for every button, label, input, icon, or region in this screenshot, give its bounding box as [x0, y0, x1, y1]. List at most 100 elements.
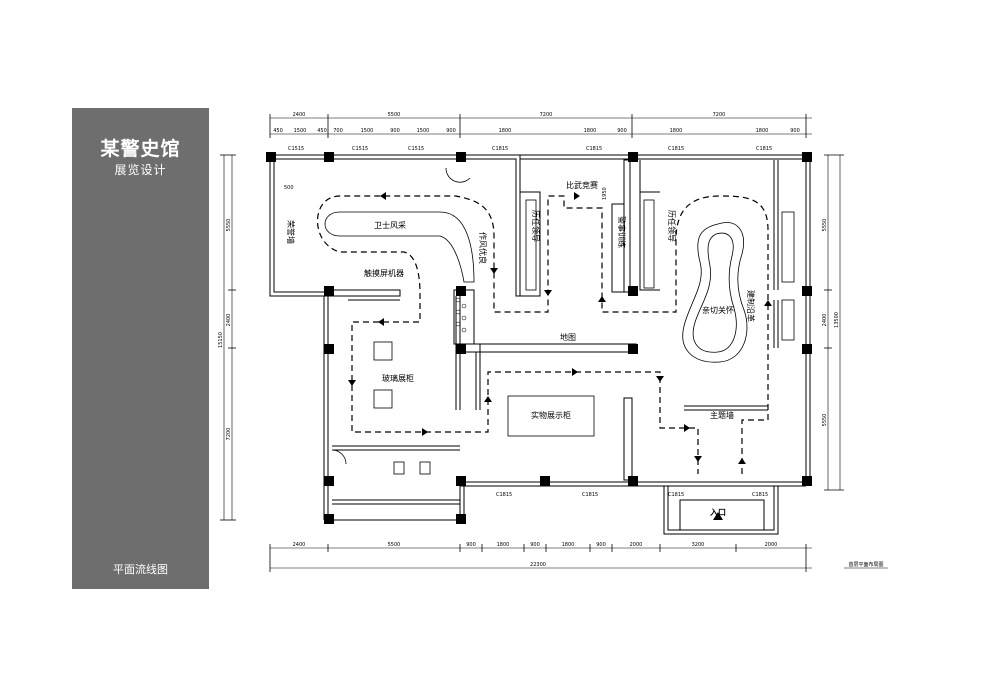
dim-bottom: 900	[596, 542, 606, 548]
visitor-flow-route	[317, 195, 769, 474]
dim-inner: 900	[790, 128, 800, 134]
label-map: 地图	[560, 332, 576, 342]
dim-left: 5550	[226, 219, 232, 232]
column	[324, 344, 334, 354]
dim-bottom: 5500	[388, 542, 401, 548]
dim-right: 2400	[822, 314, 828, 327]
column	[324, 152, 334, 162]
dimension-texts: 2400 5500 7200 7200 450 1500 450 700 150…	[218, 112, 840, 568]
dim-top-2400: 2400	[293, 112, 306, 118]
dim-bottom: 2000	[765, 542, 778, 548]
vestibule-block	[393, 461, 405, 475]
arrow-down-icon	[694, 456, 702, 462]
column	[628, 344, 638, 354]
arrow-right-icon	[684, 424, 690, 432]
dim-bottom: 900	[466, 542, 476, 548]
dim-left: 7200	[226, 428, 232, 441]
window-code: C1815	[496, 492, 512, 498]
column	[324, 286, 334, 296]
dim-bottom: 3200	[692, 542, 705, 548]
window-code: C1815	[668, 146, 684, 152]
window-code: C1515	[352, 146, 368, 152]
window-code: C1815	[668, 492, 684, 498]
window-code: C1815	[752, 492, 768, 498]
label-work-excellence: 作风优良	[478, 232, 488, 264]
window-code: C1815	[756, 146, 772, 152]
column	[540, 476, 550, 486]
column	[802, 476, 812, 486]
care-island	[682, 222, 748, 363]
dim-left: 2400	[226, 314, 232, 327]
arrow-up-icon	[764, 300, 772, 306]
arrow-up-icon	[738, 458, 746, 464]
dim-bottom: 900	[530, 542, 540, 548]
care-island-inner	[692, 232, 737, 353]
flow-arrows	[348, 192, 772, 520]
columns	[266, 152, 812, 524]
dim-right: 5550	[822, 414, 828, 427]
column	[456, 514, 466, 524]
column	[802, 152, 812, 162]
dim-top-7200b: 7200	[713, 112, 726, 118]
glass-cabinet-1	[373, 341, 393, 361]
dim-inner: 900	[617, 128, 627, 134]
label-theme-wall: 主题墙	[710, 410, 734, 420]
label-touch-screen: 触摸屏机器	[364, 268, 404, 278]
arrow-down-icon	[348, 380, 356, 386]
window-code: C1815	[492, 146, 508, 152]
dim-right-total: 13500	[834, 312, 840, 328]
dim-total: 22300	[530, 562, 546, 568]
dim-inner: 1800	[756, 128, 769, 134]
arrow-up-icon	[484, 396, 492, 402]
column	[456, 344, 466, 354]
window-code: C1515	[288, 146, 304, 152]
door-swing	[331, 449, 347, 465]
column	[628, 476, 638, 486]
sidebar-panel: 某警史馆 展览设计 平面流线图	[72, 108, 209, 589]
dim-inner: 1500	[361, 128, 374, 134]
dim-inner: 700	[333, 128, 343, 134]
column	[456, 476, 466, 486]
arrow-down-icon	[490, 268, 498, 274]
label-guard-style: 卫士风采	[374, 220, 406, 230]
label-entrance: 入口	[709, 508, 726, 517]
exhibit-cabinet	[507, 395, 595, 437]
dim-bottom: 1800	[497, 542, 510, 548]
column	[802, 344, 812, 354]
dim-top-5500: 5500	[388, 112, 401, 118]
label-leaders: 历任领导	[531, 210, 541, 242]
drawing-name: 平面流线图	[113, 563, 168, 576]
column	[324, 476, 334, 486]
label-honor-wall: 荣誉墙	[286, 220, 296, 244]
window-code: C1815	[582, 492, 598, 498]
dim-1950: 1950	[602, 187, 608, 200]
label-police-training: 警事训练	[617, 216, 627, 248]
label-glass-cabinet: 玻璃展柜	[382, 373, 414, 383]
dim-inner: 1800	[670, 128, 683, 134]
column	[266, 152, 276, 162]
label-exhibit-cabinet: 实物展示柜	[531, 410, 571, 420]
side-cabinet	[643, 199, 655, 289]
label-history-leaders: 历任领导	[667, 210, 677, 242]
dim-bottom: 2400	[293, 542, 306, 548]
dim-inner: 1800	[499, 128, 512, 134]
plan-title: 首层平面布局图	[848, 561, 883, 568]
column	[628, 286, 638, 296]
dim-500: 500	[284, 185, 294, 191]
glass-cabinet-2	[373, 389, 393, 409]
dimension-lines	[220, 114, 844, 572]
column	[802, 286, 812, 296]
arrow-right-icon	[572, 368, 578, 376]
label-history: 建制沿革	[746, 290, 756, 322]
column	[456, 152, 466, 162]
vestibule-block	[419, 461, 431, 475]
room-labels: 荣誉墙 卫士风采 比武竞赛 历任领导 警事训练 历任领导 作风优良 触摸屏机器 …	[286, 180, 884, 568]
dim-left-total: 15150	[218, 332, 224, 348]
side-cabinet	[781, 211, 795, 283]
dim-inner: 1500	[417, 128, 430, 134]
dim-right: 5550	[822, 219, 828, 232]
dim-top-7200a: 7200	[540, 112, 553, 118]
column	[324, 514, 334, 524]
dim-inner: 450	[317, 128, 327, 134]
